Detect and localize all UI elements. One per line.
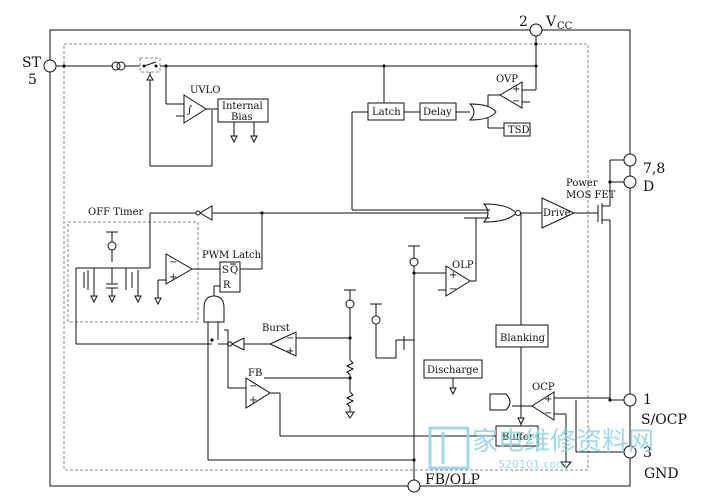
fb-label: FB	[248, 368, 262, 379]
internal-bias-label-1: Internal	[222, 101, 263, 112]
reset-and-gate	[203, 285, 225, 460]
pin-socp: 1 S/OCP	[623, 392, 687, 428]
watermark-url: 520101.com	[498, 458, 567, 471]
burst-comparator: − + Burst	[75, 290, 350, 357]
pwm-latch-label: PWM Latch	[202, 250, 262, 261]
latch-or-gate	[456, 94, 504, 129]
internal-bias-label-2: Bias	[231, 112, 253, 123]
svg-text:−: −	[286, 333, 294, 344]
tsd-label: TSD	[508, 125, 530, 136]
discharge-switch	[370, 303, 414, 359]
delay-label: Delay	[423, 107, 452, 118]
pin-socp-number: 1	[643, 392, 652, 408]
svg-text:+: +	[544, 394, 552, 405]
pwm-latch-r: R	[223, 280, 231, 291]
pin-vcc-subscript: CC	[557, 21, 573, 32]
power-mosfet-label-1: Power	[566, 178, 598, 189]
die-boundary	[63, 43, 589, 471]
pin-drain: 7,8 D	[623, 153, 665, 195]
pin-fbolp-label: FB/OLP	[425, 472, 480, 488]
pin-fbolp: FB/OLP	[407, 472, 480, 493]
fb-comparator: − + FB	[208, 329, 496, 462]
pin-drain-label: D	[643, 179, 654, 195]
olp-label: OLP	[452, 260, 474, 271]
internal-bias-block: Internal Bias	[217, 98, 269, 144]
pin-vcc: 2 V CC	[519, 14, 573, 37]
blanking-block: Blanking	[495, 324, 549, 348]
latch-label: Latch	[372, 107, 401, 118]
blanking-label: Blanking	[500, 333, 546, 344]
pin-gnd-number: 3	[643, 445, 652, 461]
pin-drain-number: 7,8	[643, 161, 665, 177]
uvlo-comparator: ∫ UVLO	[165, 66, 221, 124]
svg-text:−: −	[449, 284, 457, 295]
power-mosfet: Power MOS FET	[566, 159, 624, 400]
reference-divider	[264, 289, 356, 419]
pin-socp-label: S/OCP	[641, 412, 687, 428]
off-timer-label: OFF Timer	[88, 207, 144, 218]
tsd-block: TSD	[503, 122, 531, 137]
svg-text:∫: ∫	[187, 105, 192, 116]
discharge-block: Discharge	[423, 359, 483, 396]
startup-path	[56, 36, 538, 167]
discharge-label: Discharge	[427, 365, 479, 376]
off-timer-block: OFF Timer − +	[67, 205, 264, 323]
svg-text:−: −	[249, 381, 257, 392]
svg-text:+: +	[512, 84, 520, 95]
watermark-text: 家电维修资料网	[472, 427, 654, 457]
svg-text:−: −	[512, 96, 520, 107]
svg-text:−: −	[169, 257, 177, 268]
pin-st-number: 5	[28, 72, 37, 88]
watermark: 家电维修资料网 520101.com	[428, 426, 654, 471]
pin-st: ST 5	[22, 55, 57, 88]
delay-block: Delay	[404, 102, 457, 121]
ocp-label: OCP	[532, 382, 555, 393]
buffer-block: Buffer	[495, 347, 539, 447]
pin-vcc-number: 2	[519, 14, 528, 30]
svg-text:+: +	[169, 272, 177, 283]
ovp-comparator: + − OVP	[496, 66, 537, 109]
pin-gnd-label: GND	[644, 466, 679, 482]
svg-text:+: +	[449, 270, 457, 281]
ovp-label: OVP	[496, 74, 518, 85]
svg-text:+: +	[249, 395, 257, 406]
uvlo-label: UVLO	[190, 85, 221, 96]
olp-comparator: + − OLP	[408, 218, 477, 480]
svg-text:+: +	[286, 346, 294, 357]
latch-block: Latch	[351, 66, 488, 211]
main-or-gate	[262, 203, 542, 400]
pin-vcc-label: V	[545, 14, 557, 30]
drive-label: Drive	[543, 208, 571, 219]
ocp-comparator: + − OCP	[489, 382, 624, 469]
pwm-latch: PWM Latch S Q R	[200, 213, 263, 293]
pwm-latch-q: Q	[230, 265, 238, 276]
pwm-latch-s: S	[222, 265, 229, 276]
drive-buffer: Drive	[541, 197, 580, 229]
burst-label: Burst	[262, 323, 290, 334]
buffer-label: Buffer	[502, 432, 534, 443]
chip-outline	[49, 29, 631, 487]
svg-text:−: −	[544, 408, 552, 419]
pin-st-label: ST	[22, 55, 42, 71]
power-mosfet-label-2: MOS FET	[566, 190, 616, 201]
